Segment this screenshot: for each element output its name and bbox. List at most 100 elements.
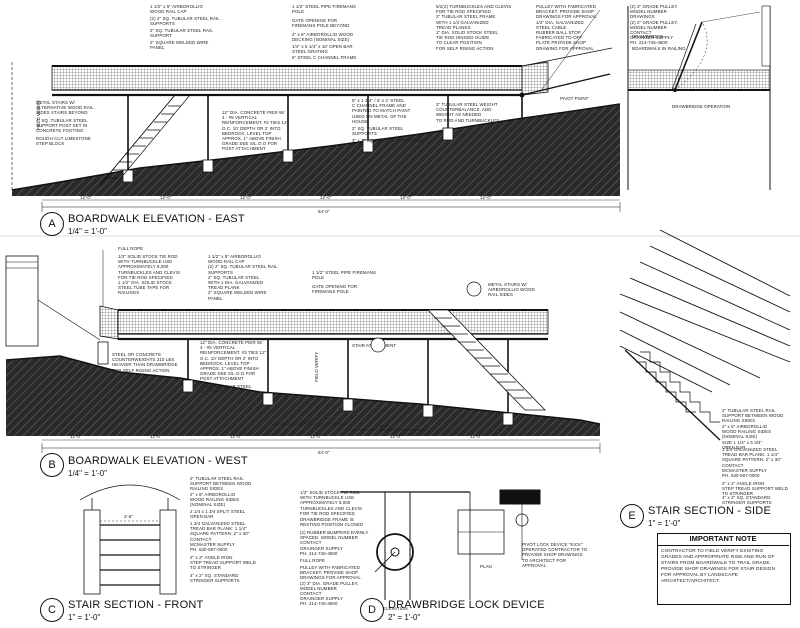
dimension-label: 64'-0"	[318, 450, 330, 455]
dimension-labels-a: 64'-0" 12'-0" 12'-0" 12'-0" 12'-0" 12'-0…	[36, 96, 589, 214]
dimension-label: 12'-0"	[230, 434, 242, 439]
dimension-label: 12'-0"	[310, 434, 322, 439]
dimension-label: 12'-0"	[240, 195, 252, 200]
dimension-label: 12'-0"	[400, 195, 412, 200]
drawbridge-lock-drawing	[340, 489, 541, 600]
field-verify-label: FIELD VERIFY	[36, 100, 41, 130]
dimension-label: 12'-0"	[150, 434, 162, 439]
view-tag-letter: E	[628, 510, 636, 522]
annotation-note: 3" x 3" SQ. CONCRETE FOOTING	[352, 138, 424, 143]
station-label: 12'-0"	[300, 418, 312, 423]
annotation-note: 4" x 2" SQ. STANDARD STRINGER SUPPORTS	[190, 573, 240, 584]
annotation-note: 1/4" x 5 1/4" x 10' OPEN BAR STEEL GRATI…	[292, 44, 353, 55]
annotation-note: 2" TUBULAR STEEL RAIL SUPPORT BETWEEN WO…	[722, 408, 784, 424]
annotation-note: GATE OPENING FOR FIREMANS POLE BEYOND	[292, 18, 350, 29]
annotation-note: FULL ROPE	[300, 558, 326, 563]
view-tag-e: E	[620, 504, 644, 528]
dimension-label: 12'-0"	[80, 195, 92, 200]
field-verify-label: FIELD VERIFY	[314, 352, 319, 382]
view-title-b: BOARDWALK ELEVATION - WEST	[68, 455, 248, 467]
annotation-note: METAL STAIRS W/ AIRBOROLLIO WOOD RAIL SI…	[488, 282, 535, 298]
annotation-note: 5/2(2) TURNBUCKLES AND CLEVIS FOR TIE RO…	[436, 4, 512, 51]
annotation-note: 2" SQ. TUBULAR STEEL SUPPORTS	[352, 126, 404, 137]
annotation-note: 2" x 6" AIRBOROLLIO WOOD DECKING (NOMINA…	[292, 32, 354, 43]
view-tag-a: A	[40, 212, 64, 236]
plan-label: PLAN	[480, 564, 492, 569]
stair-section-side-drawing	[619, 229, 791, 441]
view-tag-d: D	[360, 598, 384, 622]
annotation-note: 2" SQUARE WELDED WIRE PANEL	[150, 40, 209, 51]
dimension-label: 12'-0"	[390, 434, 402, 439]
stair-width-label: 2'-6"	[124, 514, 133, 519]
view-tag-c: C	[40, 598, 64, 622]
annotation-note: 1 3/4 GALVANIZED STEEL TREAD BAR PLANK: …	[722, 447, 782, 479]
annotation-note: 2" x 2" ANGLE IRON STEP TREAD SUPPORT WE…	[190, 555, 256, 571]
annotation-note: 2 1/4 x 1 3/4 SPLIT STEEL OPEN BAR	[190, 509, 246, 520]
view-title-c: STAIR SECTION - FRONT	[68, 599, 204, 611]
important-note-text: CONTRACTOR TO FIELD VERIFY EXISTING GRAD…	[661, 549, 776, 584]
view-title-a: BOARDWALK ELEVATION - EAST	[68, 213, 245, 225]
annotation-note: 2" x 2" ANGLE IRON STEP TREAD SUPPORT WE…	[722, 481, 788, 497]
annotation-note: 1 1/2" STEEL PIPE FIREMANS POLE	[312, 270, 377, 281]
section-callout-icon	[370, 281, 482, 353]
annotation-note: 1 3/4 GALVANIZED STEEL TREAD BAR PLANK: …	[190, 521, 250, 553]
annotation-note: 2" SQ. TUBULAR STEEL RAIL SUPPORT	[150, 28, 213, 39]
important-note-heading: IMPORTANT NOTE	[657, 533, 789, 546]
view-tag-letter: C	[48, 604, 56, 616]
dimension-label: 12'-0"	[160, 195, 172, 200]
dimension-label: 12'-0"	[70, 434, 82, 439]
dimension-label: 12'-0"	[470, 434, 482, 439]
annotation-note: 4" x 2" SQ. STANDARD STRINGER SUPPORTS	[722, 495, 772, 506]
annotation-note: 1/2" SOLID STOCK TIE ROD WITH TURNBUCKLE…	[300, 490, 362, 516]
annotation-note: 2" x 6" AIRBOROLLIO WOOD RAILING SIDES (…	[190, 492, 240, 508]
view-tag-letter: A	[48, 218, 56, 230]
annotation-note: 5" STEEL C CHANNEL FRAME	[292, 55, 357, 60]
annotation-note: METAL STAIRS W/ ALTERNATIVE WOOD RAIL SI…	[36, 100, 94, 116]
stair-section-front-drawing	[79, 484, 181, 595]
annotation-note: FULL ROPE	[118, 246, 144, 251]
annotation-note: 4" SQ. TUBULAR STEEL SUPPORT POST SET IN…	[36, 118, 88, 134]
annotation-note: STEEL OR CONCRETE COUNTERWEIGHTS 310 LBS…	[112, 352, 178, 373]
drawbridge-label: DRAWBRIDGE	[632, 34, 663, 39]
elevation-label: ELEVATION	[383, 606, 408, 611]
annotation-note: 1/2" SOLID STOCK TIE ROD WITH TURNBUCKLE…	[118, 254, 180, 296]
elevation-east-drawing	[11, 9, 621, 212]
view-scale-e: 1" = 1'-0"	[648, 519, 681, 528]
dimension-label: 64'-0"	[318, 209, 330, 214]
annotation-note: 2" TUBULAR STEEL WEIGHT COUNTERBALANCE. …	[436, 102, 500, 123]
view-scale-b: 1/4" = 1'-0"	[68, 469, 108, 478]
view-title-d: DRAWBRIDGE LOCK DEVICE	[388, 599, 545, 611]
annotation-note: 12" DIA. CONCRETE PIER W/ 4 - #5 VERTICA…	[200, 340, 267, 382]
elevation-west-drawing	[5, 250, 601, 453]
annotation-note: GATE OPENING FOR FIREMANS POLE	[312, 284, 358, 295]
pivot-point-label: PIVOT POINT	[560, 96, 589, 101]
annotation-note: 2" TUBULAR STEEL RAIL SUPPORT BETWEEN WO…	[190, 476, 252, 492]
view-tag-letter: B	[48, 459, 56, 471]
view-scale-a: 1/4" = 1'-0"	[68, 227, 108, 236]
annotation-note: (2) 2" SQ. TUBULAR STEEL RAIL SUPPORTS	[150, 16, 220, 27]
annotation-note: 1 1/2" STEEL PIPE FIREMANS POLE	[292, 4, 357, 15]
boardwalk-in-railing-label: BOARDWALK IN RAILING	[632, 46, 686, 51]
view-tag-b: B	[40, 453, 64, 477]
view-title-e: STAIR SECTION - SIDE	[648, 505, 771, 517]
annotation-note: 1 1/2" x 5" AIRBOROLLIO WOOD RAIL CAP (2…	[208, 254, 278, 301]
dimension-label: 12'-0"	[480, 195, 492, 200]
annotation-note: 1 1/2" x 5" AIRBOROLLIO WOOD RAIL CAP	[150, 4, 204, 15]
annotation-note: PIVOT LOCK DEVICE "KICK" OPERATED CONTRA…	[522, 542, 588, 568]
annotation-note: PULLEY WITH FABRICATED BRACKET. PROVIDE …	[536, 4, 597, 51]
view-tag-letter: D	[368, 604, 376, 616]
annotation-note: ROUGH CUT LIMESTONE STEP BLOCK	[36, 136, 91, 147]
annotation-note: 2" x 6" AIRBOROLLIO WOOD RAILING SIDES (…	[722, 424, 772, 450]
annotation-note: 4" SQ. TUBULAR STEEL SUPPORTS	[200, 384, 252, 395]
annotation-note: DRAWBRIDGE FRAME IS RESTING POSITION CLO…	[300, 517, 364, 528]
annotation-note: (2) 3" GRADE PULLEY MODEL NUMBER DRAWING…	[630, 4, 679, 46]
annotation-note: 5" x 1 3/4" / 5' x 4' STEEL C CHANNEL FR…	[352, 98, 411, 124]
annotation-note: 12" DIA. CONCRETE PIER W/ 4 - #5 VERTICA…	[222, 110, 289, 152]
station-label: 6'-0"	[380, 424, 389, 429]
view-scale-d: 2" = 1'-0"	[388, 613, 421, 622]
drawbridge-operation-drawing	[627, 5, 771, 190]
drawbridge-operation-label: DRAWBRIDGE OPERATION	[672, 104, 730, 109]
view-scale-c: 1" = 1'-0"	[68, 613, 101, 622]
dimension-label: 12'-0"	[320, 195, 332, 200]
